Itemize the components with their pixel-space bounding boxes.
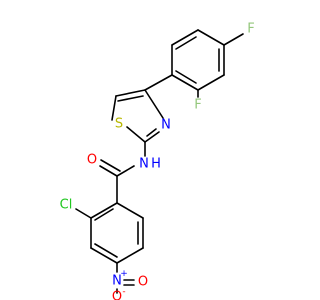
sulfur-atom: S <box>115 117 123 132</box>
bond-c-n <box>144 131 160 143</box>
molecule-structure: F F S N N H O Cl N + O O - <box>60 22 255 300</box>
bond-c-cl <box>75 208 92 219</box>
nitro-group <box>116 279 135 294</box>
bond-s-c <box>126 126 146 143</box>
bond <box>171 29 199 46</box>
bond <box>175 70 197 84</box>
bond <box>90 247 118 264</box>
bond-biaryl <box>144 74 173 91</box>
carbonyl-oxygen-atom: O <box>87 153 97 168</box>
bond <box>94 208 114 221</box>
bond <box>116 247 144 264</box>
nitro-nitrogen-charge: + <box>120 269 128 279</box>
nitro-oxide-atom: O <box>112 290 122 300</box>
molecule-diagram: F F S N N H O Cl N + O O - <box>60 22 255 300</box>
atom-labels: F F S N N H O Cl N + O O - <box>60 22 255 300</box>
bond <box>115 89 146 97</box>
nitro-oxide-charge: - <box>122 287 125 297</box>
bond-n-c <box>144 89 164 119</box>
fluorine-atom-top: F <box>247 22 254 37</box>
bond-c-o <box>100 159 121 172</box>
bond-c-n <box>146 128 157 137</box>
chloronitrophenyl-ring <box>75 202 144 273</box>
bond-c-f <box>223 33 244 46</box>
nitro-oxygen-atom: O <box>138 275 148 290</box>
bond <box>197 74 225 91</box>
bond-c-o <box>99 165 118 177</box>
bond <box>94 243 118 258</box>
bond <box>117 95 144 102</box>
thiazole-nitrogen-atom: N <box>161 118 171 133</box>
bond-c-s <box>111 95 117 121</box>
thiazole-ring <box>111 89 164 143</box>
chlorine-atom: Cl <box>60 198 73 213</box>
bond <box>175 36 197 50</box>
bond-nh-c <box>116 165 135 177</box>
difluorophenyl-ring <box>171 29 244 98</box>
bond <box>90 202 118 219</box>
amide-nitrogen-atom: N <box>139 157 149 172</box>
amide-hydrogen-atom: H <box>151 157 161 172</box>
bond <box>197 29 225 46</box>
nitro-nitrogen-atom: N <box>112 274 122 289</box>
fluorine-atom-ortho: F <box>194 98 201 113</box>
bond <box>116 202 144 219</box>
bond <box>171 74 199 91</box>
